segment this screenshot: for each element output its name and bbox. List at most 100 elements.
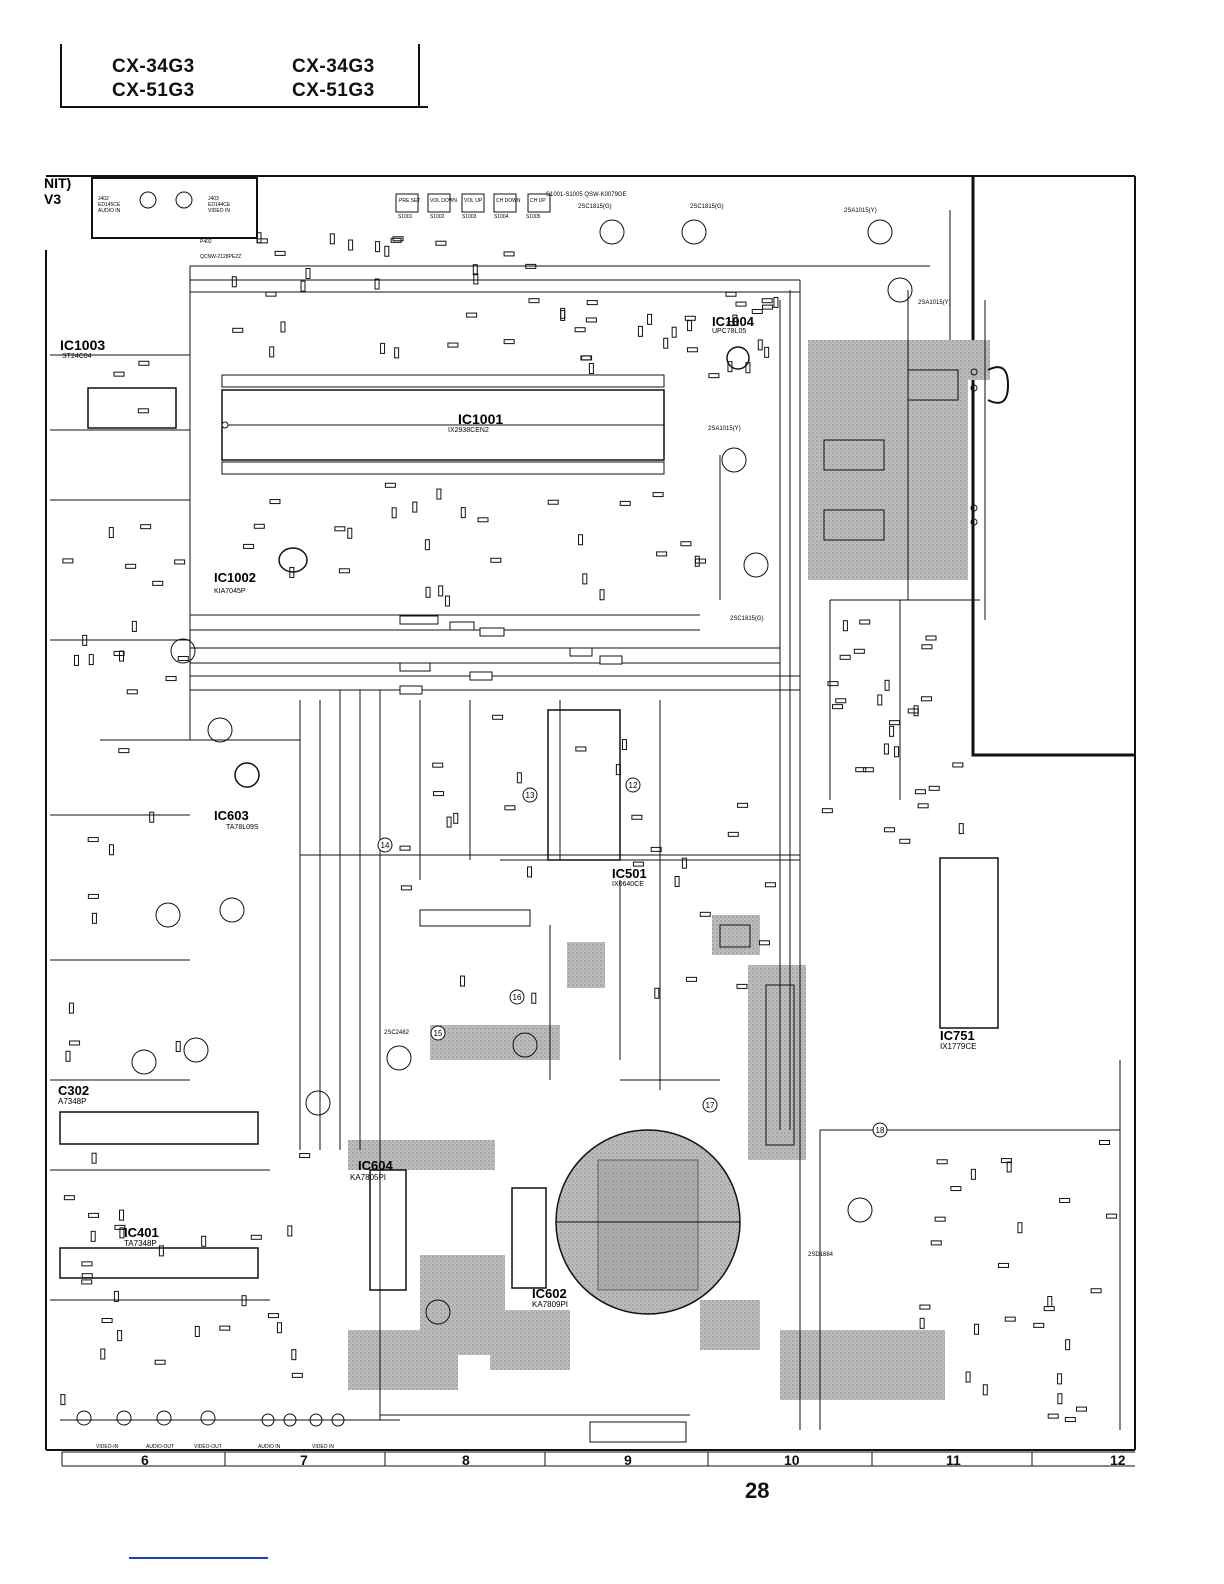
transformer-blocks [719,369,959,1146]
ic603-symbol [234,762,260,788]
ic751-name: IC751 [940,1028,975,1043]
ic501-name: IC501 [612,866,647,881]
svg-text:2SC1815(G): 2SC1815(G) [578,204,612,210]
svg-text:14: 14 [381,841,390,850]
j403-label: J403 [208,196,219,202]
svg-text:S1002: S1002 [430,214,445,220]
svg-text:S1001: S1001 [398,214,413,220]
model-right-2: CX-51G3 [292,80,375,101]
ic751-part: IX1779CE [940,1042,976,1051]
svg-text:2SC1815(G): 2SC1815(G) [690,204,724,210]
svg-text:17: 17 [706,1101,715,1110]
svg-text:16: 16 [513,993,522,1002]
bottom-connector-labels: VIDEO-IN AUDIO-OUT VIDEO-OUT AUDIO IN VI… [96,1444,334,1450]
model-left-1: CX-34G3 [112,56,195,77]
signal-tags [399,615,623,695]
svg-text:S1004: S1004 [494,214,509,220]
ic1002-part: KIA7045P [214,588,246,595]
ic604-name: IC604 [358,1158,393,1173]
ic501-box [547,709,621,861]
model-right-1: CX-34G3 [292,56,375,77]
bottom-underline [129,1557,268,1559]
transistor-symbols [131,219,913,1325]
svg-text:15: 15 [434,1029,443,1038]
svg-text:12: 12 [629,781,638,790]
wiring [50,210,1121,1430]
j403-part: ED144CE [208,202,231,208]
svg-text:VOL DOWN: VOL DOWN [430,198,457,204]
ic602-name: IC602 [532,1286,567,1301]
ic604-part: KA7805PI [350,1173,386,1182]
svg-text:PRE SET: PRE SET [399,198,420,204]
ic1001-name: IC1001 [458,411,503,427]
svg-text:2SA1015(Y): 2SA1015(Y) [708,426,741,432]
crt-socket [555,1129,741,1315]
ic1003-name: IC1003 [60,337,105,353]
grid-col-9: 9 [624,1452,632,1468]
ic302-part: A7348P [58,1097,86,1106]
regulator-boxes [369,1169,547,1291]
ic1001 [221,374,665,475]
grid-scale-bar [61,1451,1135,1467]
ic603-part: TA78L09S [226,824,259,831]
ic401-name: IC401 [124,1225,159,1240]
ic1004-symbol [726,346,750,370]
svg-text:S1003: S1003 [462,214,477,220]
switch-boxes [395,193,551,213]
page-number: 28 [745,1478,770,1503]
corner-label-1: NIT) [44,175,71,191]
j402-label: J402 [98,196,109,202]
corner-label-2: V3 [44,191,61,207]
svg-text:2SA1015(Y): 2SA1015(Y) [844,208,877,214]
ic1002-name: IC1002 [214,570,256,585]
model-header-divider [418,44,420,106]
ic302-name: C302 [58,1083,89,1098]
grid-col-7: 7 [300,1452,308,1468]
component-marks [60,232,1118,1423]
j402-part: ED145CE [98,202,121,208]
switch-labels: PRE SET VOL DOWN VOL UP CH DOWN CH UP S1… [398,198,546,220]
ac-input [970,366,1010,526]
bottom-jacks [76,909,687,1443]
grid-col-12: 12 [1110,1452,1126,1468]
svg-text:2SC1815(G): 2SC1815(G) [730,616,764,622]
p402-label: P402 [200,239,212,245]
j402-type: AUDIO IN [98,208,121,214]
svg-text:18: 18 [876,1126,885,1135]
ic1001-part: IX2938CEN2 [448,427,489,434]
model-header-box: CX-34G3 CX-51G3 CX-34G3 CX-51G3 [60,44,428,108]
ocnw-label: QCNW-2128PEZZ [200,254,241,260]
j403-type: VIDEO IN [208,208,230,214]
svg-text:VIDEO-OUT: VIDEO-OUT [194,1444,222,1450]
svg-text:2SA1015(Y): 2SA1015(Y) [918,300,951,306]
grid-col-11: 11 [946,1452,961,1468]
ic1002-symbol [278,547,308,573]
ic602-part: KA7809PI [532,1300,568,1309]
ic751-box [939,857,999,1029]
svg-text:VOL UP: VOL UP [464,198,483,204]
ic401-part: TA7348P [124,1239,157,1248]
svg-text:AUDIO-OUT: AUDIO-OUT [146,1444,174,1450]
svg-text:CH DOWN: CH DOWN [496,198,521,204]
ic1004-part: UPC78L05 [712,328,746,335]
node-labels: 12 13 14 15 16 17 18 [381,781,885,1135]
grid-col-8: 8 [462,1452,470,1468]
svg-text:S1005: S1005 [526,214,541,220]
ic1003-box [87,387,177,429]
node-markers [377,777,888,1138]
ic1003-part: ST24C04 [62,353,92,360]
grid-col-6: 6 [141,1452,149,1468]
jack-box [91,177,258,239]
switch-part-label: S1001-S1005 QSW-K0079GE [546,192,627,198]
model-left-2: CX-51G3 [112,80,195,101]
svg-text:13: 13 [526,791,535,800]
grid-col-10: 10 [784,1452,800,1468]
svg-text:CH UP: CH UP [530,198,546,204]
svg-text:2SC2482: 2SC2482 [384,1030,410,1036]
svg-text:AUDIO IN: AUDIO IN [258,1444,281,1450]
transistor-labels: 2SC1815(G) 2SC1815(G) 2SA1015(Y) 2SA1015… [384,204,951,1258]
svg-text:2SD1884: 2SD1884 [808,1252,834,1258]
ic603-name: IC603 [214,808,249,823]
svg-text:VIDEO-IN: VIDEO-IN [96,1444,119,1450]
